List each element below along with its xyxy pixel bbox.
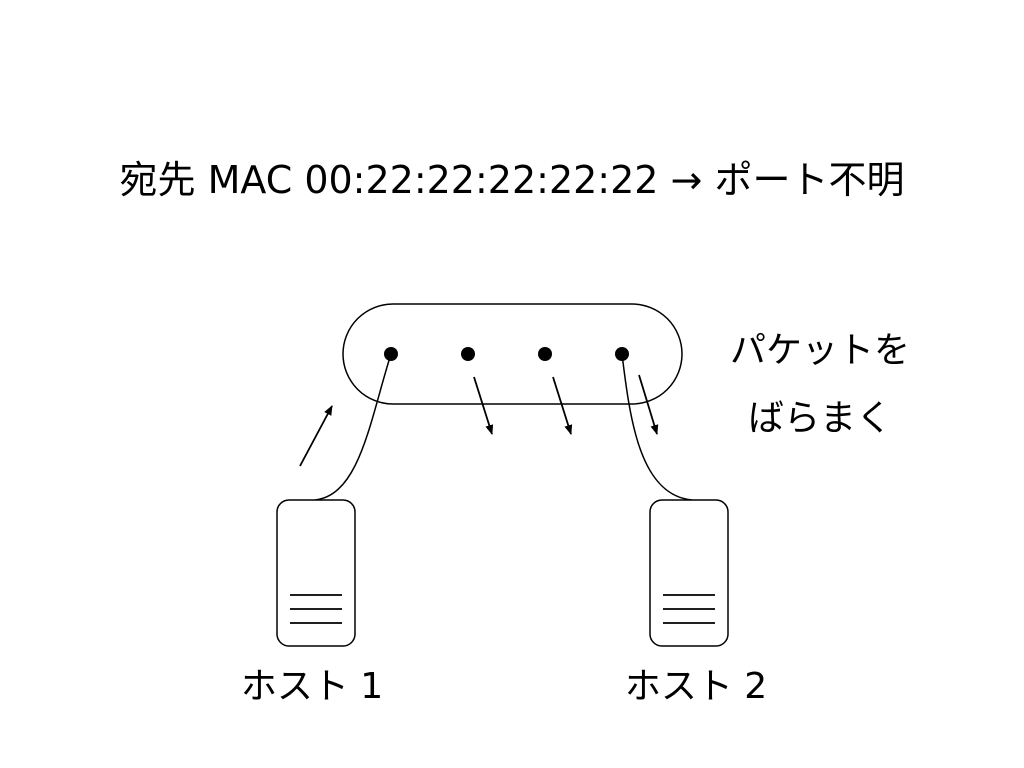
slide-title: 宛先 MAC 00:22:22:22:22:22 → ポート不明 — [119, 158, 905, 202]
host-1-body — [276, 499, 356, 647]
flood-arrow-port-2 — [473, 376, 494, 435]
host-2 — [649, 499, 729, 647]
flood-annotation-line-2: ばらまく — [748, 398, 892, 439]
switch-port-2 — [461, 347, 475, 361]
flood-arrow-port-3 — [552, 376, 573, 435]
host-1 — [276, 499, 356, 647]
cable-host-1 — [314, 353, 392, 501]
flood-annotation-line-1: パケットを — [730, 330, 910, 371]
cable-host-2 — [621, 353, 693, 501]
host-2-label: ホスト 2 — [625, 666, 767, 707]
switch-ports — [384, 347, 629, 361]
ingress-arrow — [299, 405, 333, 467]
host-2-body — [649, 499, 729, 647]
switch-port-3 — [538, 347, 552, 361]
flood-arrow-port-4 — [638, 374, 659, 435]
host-1-label: ホスト 1 — [241, 666, 383, 707]
flood-arrows — [473, 374, 659, 435]
switch-body — [342, 303, 683, 405]
